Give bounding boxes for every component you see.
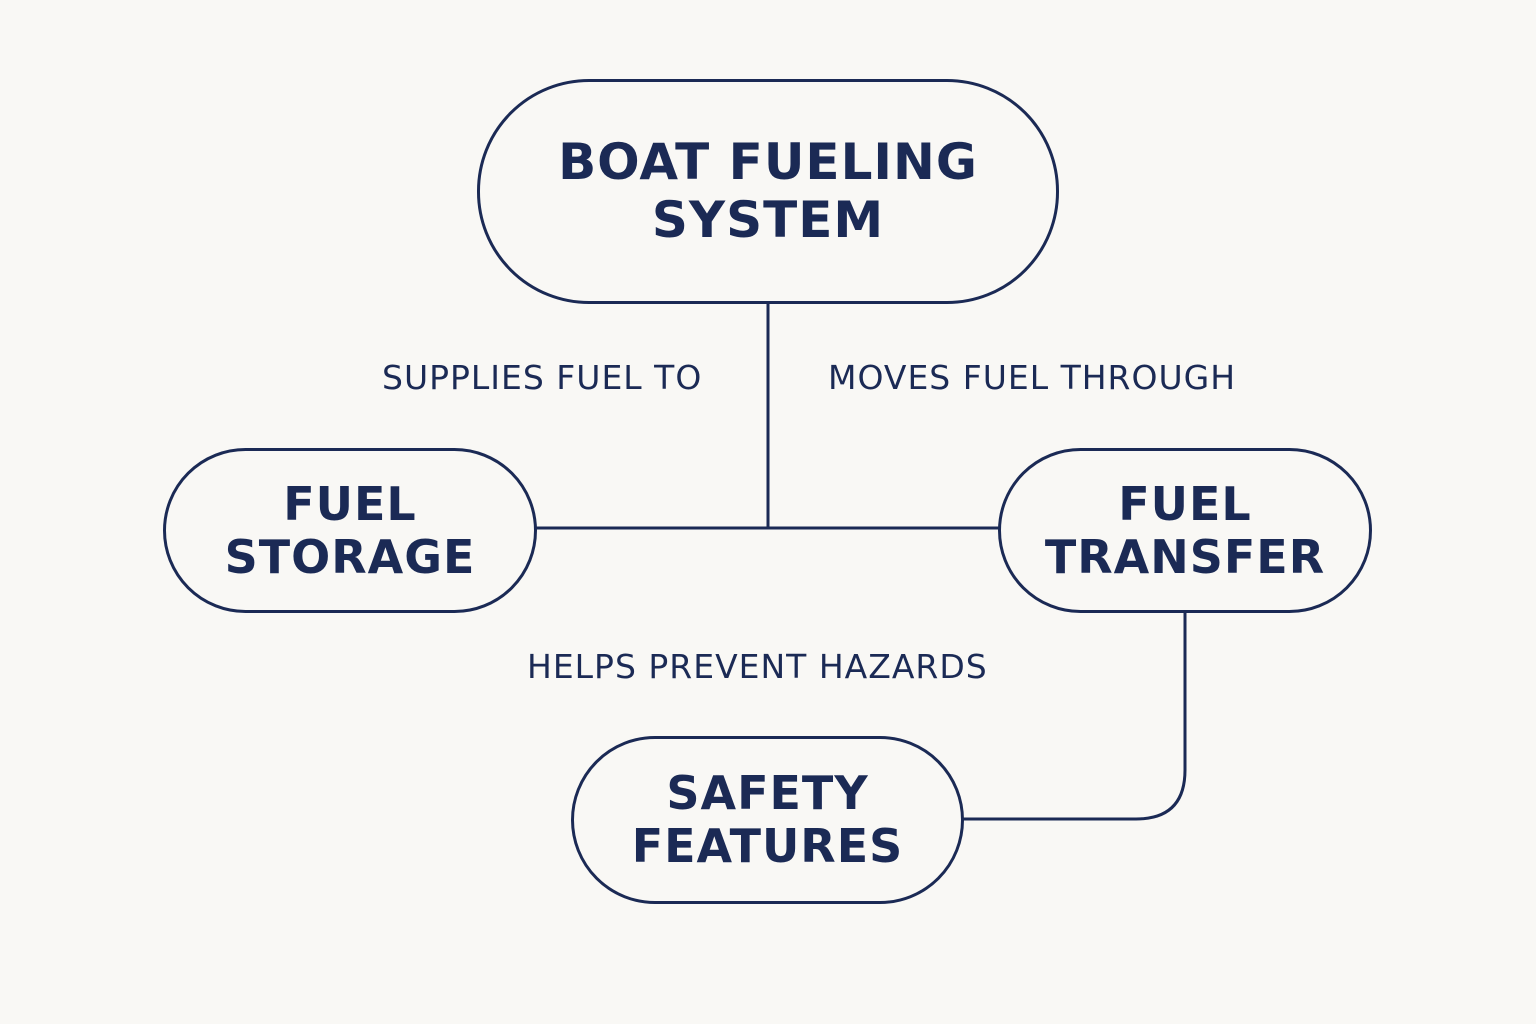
node-fuel-transfer: FUEL TRANSFER: [998, 448, 1372, 613]
node-fuel-storage: FUEL STORAGE: [163, 448, 537, 613]
node-safety-features: SAFETY FEATURES: [571, 736, 964, 904]
node-transfer-line2: TRANSFER: [1044, 529, 1326, 584]
node-boat-fueling-system: BOAT FUELING SYSTEM: [477, 79, 1059, 304]
connector-transfer-safety: [963, 612, 1187, 821]
node-safety-line1: SAFETY: [666, 766, 869, 821]
node-root-line1: BOAT FUELING: [558, 133, 978, 191]
edge-label-helps-prevent-hazards: HELPS PREVENT HAZARDS: [527, 647, 988, 686]
edge-label-supplies-fuel-to: SUPPLIES FUEL TO: [382, 358, 703, 397]
node-storage-line1: FUEL: [283, 476, 417, 531]
node-storage-line2: STORAGE: [224, 529, 476, 584]
edge-label-moves-fuel-through: MOVES FUEL THROUGH: [828, 358, 1237, 397]
node-root-line2: SYSTEM: [651, 190, 885, 249]
node-transfer-line1: FUEL: [1118, 476, 1252, 531]
node-safety-line2: FEATURES: [631, 819, 904, 873]
